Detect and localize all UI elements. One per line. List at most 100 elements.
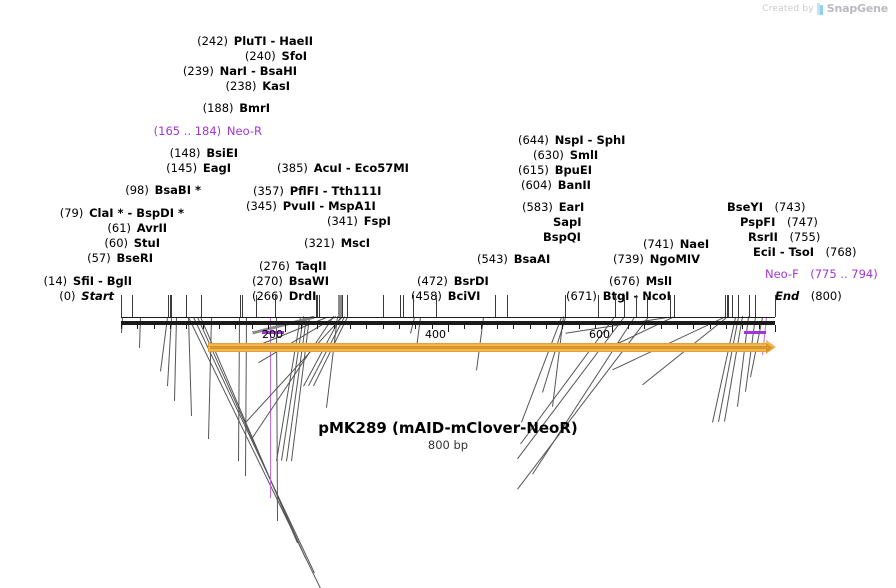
map-label-nspi-sphi[interactable]: (644) NspI - SphI bbox=[518, 134, 625, 147]
map-label-naei[interactable]: (741) NaeI bbox=[643, 238, 709, 251]
feature-mark-neo-r[interactable] bbox=[262, 331, 284, 334]
restriction-site-tick[interactable] bbox=[275, 295, 276, 317]
restriction-site-tick[interactable] bbox=[495, 295, 496, 317]
enzyme-name: Neo-F bbox=[765, 267, 799, 281]
map-label-bsawi[interactable]: (270) BsaWI bbox=[252, 275, 329, 288]
map-label-avrii[interactable]: (61) AvrII bbox=[0, 222, 167, 235]
restriction-site-tick[interactable] bbox=[413, 295, 414, 317]
map-label-sfoi[interactable]: (240) SfoI bbox=[0, 50, 307, 63]
restriction-site-tick[interactable] bbox=[317, 295, 318, 317]
position-number: (57) bbox=[87, 251, 111, 265]
orf-arrow-mAID-mClover-NeoR[interactable] bbox=[208, 340, 776, 354]
restriction-site-tick[interactable] bbox=[256, 295, 257, 317]
restriction-site-tick[interactable] bbox=[201, 295, 202, 317]
map-label-sfii-bgli[interactable]: (14) SfiI - BglI bbox=[0, 275, 132, 288]
restriction-site-tick[interactable] bbox=[400, 295, 401, 317]
map-label-bsaai[interactable]: (543) BsaAI bbox=[477, 253, 550, 266]
map-label-nari-bsahi[interactable]: (239) NarI - BsaHI bbox=[0, 65, 297, 78]
map-label-msli[interactable]: (676) MslI bbox=[609, 275, 672, 288]
restriction-site-tick[interactable] bbox=[755, 295, 756, 317]
position-number: (385) bbox=[277, 161, 308, 175]
map-label-start[interactable]: (0) Start bbox=[0, 290, 114, 303]
map-label-pluti-haeii[interactable]: (242) PluTI - HaeII bbox=[0, 35, 313, 48]
restriction-site-tick[interactable] bbox=[565, 295, 566, 317]
map-label-rsrii[interactable]: RsrII (755) bbox=[748, 231, 820, 244]
map-label-taqii[interactable]: (276) TaqII bbox=[259, 260, 327, 273]
ruler-minor-tick bbox=[154, 325, 155, 329]
map-label-ecii-tsoi[interactable]: EciI - TsoI (768) bbox=[753, 246, 856, 259]
restriction-site-tick[interactable] bbox=[171, 295, 172, 317]
map-label-banii[interactable]: (604) BanII bbox=[521, 179, 591, 192]
map-label-kasi[interactable]: (238) KasI bbox=[0, 80, 290, 93]
map-label-sapi[interactable]: SapI bbox=[553, 216, 582, 229]
restriction-site-tick[interactable] bbox=[725, 295, 726, 317]
restriction-site-tick[interactable] bbox=[242, 295, 243, 317]
restriction-site-tick[interactable] bbox=[403, 295, 404, 317]
restriction-site-tick[interactable] bbox=[728, 295, 729, 317]
restriction-site-tick[interactable] bbox=[132, 295, 133, 317]
position-number: (741) bbox=[643, 237, 674, 251]
map-label-eagi[interactable]: (145) EagI bbox=[0, 162, 231, 175]
restriction-site-tick[interactable] bbox=[383, 295, 384, 317]
map-label-bsrdi[interactable]: (472) BsrDI bbox=[417, 275, 489, 288]
map-label-smli[interactable]: (630) SmlI bbox=[533, 149, 598, 162]
map-label-drdi[interactable]: (266) DrdI bbox=[252, 290, 316, 303]
map-label-bpuei[interactable]: (615) BpuEI bbox=[518, 164, 592, 177]
map-label-btgi-ncoi[interactable]: (671) BtgI - NcoI bbox=[566, 290, 671, 303]
restriction-site-tick[interactable] bbox=[121, 295, 122, 317]
map-label-pvuii-mspa1i[interactable]: (345) PvuII - MspA1I bbox=[246, 200, 376, 213]
restriction-site-tick[interactable] bbox=[732, 295, 733, 317]
restriction-site-tick[interactable] bbox=[342, 295, 343, 317]
map-label-pflfi-tth111i[interactable]: (357) PflFI - Tth111I bbox=[253, 185, 381, 198]
map-label-bmri[interactable]: (188) BmrI bbox=[0, 102, 270, 115]
restriction-site-tick[interactable] bbox=[316, 295, 317, 317]
restriction-site-tick[interactable] bbox=[338, 295, 342, 317]
restriction-site-tick[interactable] bbox=[319, 295, 320, 317]
ruler-minor-tick bbox=[350, 325, 351, 329]
map-label-stui[interactable]: (60) StuI bbox=[0, 237, 160, 250]
map-label-fspi[interactable]: (341) FspI bbox=[327, 215, 391, 228]
restriction-site-tick[interactable] bbox=[670, 295, 671, 317]
restriction-site-tick[interactable] bbox=[738, 295, 739, 317]
map-label-ngomiv[interactable]: (739) NgoMIV bbox=[613, 253, 700, 266]
restriction-site-tick[interactable] bbox=[624, 295, 625, 317]
restriction-site-tick[interactable] bbox=[240, 295, 241, 317]
position-number: (615) bbox=[518, 163, 549, 177]
map-label-bspqi[interactable]: BspQI bbox=[543, 231, 581, 244]
restriction-site-tick[interactable] bbox=[347, 295, 348, 317]
restriction-site-tick[interactable] bbox=[507, 295, 508, 317]
map-label-clai-bspdi[interactable]: (79) ClaI * - BspDI * bbox=[0, 207, 184, 220]
restriction-site-tick[interactable] bbox=[727, 295, 728, 317]
restriction-site-tick[interactable] bbox=[636, 295, 637, 317]
enzyme-name: BseRI bbox=[116, 251, 153, 265]
map-label-bseri[interactable]: (57) BseRI bbox=[0, 252, 153, 265]
position-number: (238) bbox=[225, 79, 257, 93]
restriction-site-tick[interactable] bbox=[775, 295, 776, 317]
map-label-eari[interactable]: (583) EarI bbox=[522, 201, 584, 214]
restriction-site-tick[interactable] bbox=[436, 295, 437, 317]
restriction-site-tick[interactable] bbox=[168, 295, 169, 317]
restriction-site-tick[interactable] bbox=[170, 295, 171, 317]
restriction-site-tick[interactable] bbox=[186, 295, 187, 317]
restriction-site-tick[interactable] bbox=[615, 295, 616, 317]
restriction-site-tick[interactable] bbox=[647, 295, 648, 317]
map-label-bsabi[interactable]: (98) BsaBI * bbox=[0, 184, 201, 197]
map-label-end[interactable]: End (800) bbox=[775, 290, 842, 303]
position-number: (148) bbox=[169, 146, 201, 160]
enzyme-name: EciI - TsoI bbox=[753, 245, 815, 259]
restriction-site-tick[interactable] bbox=[749, 295, 750, 317]
map-label-bseyi[interactable]: BseYI (743) bbox=[727, 201, 805, 214]
ruler-minor-tick bbox=[235, 325, 236, 329]
map-label-neo-f[interactable]: Neo-F (775 .. 794) bbox=[765, 268, 878, 281]
map-label-acui-eco57mi[interactable]: (385) AcuI - Eco57MI bbox=[277, 162, 409, 175]
map-label-bcivi[interactable]: (458) BciVI bbox=[411, 290, 480, 303]
leader-line bbox=[174, 316, 177, 401]
map-label-pspfi[interactable]: PspFI (747) bbox=[740, 216, 818, 229]
map-label-bsiei[interactable]: (148) BsiEI bbox=[0, 147, 238, 160]
map-label-msci[interactable]: (321) MscI bbox=[304, 237, 370, 250]
map-label-neo-r[interactable]: (165 .. 184) Neo-R bbox=[0, 125, 262, 138]
restriction-site-tick[interactable] bbox=[674, 295, 675, 317]
restriction-site-tick[interactable] bbox=[598, 295, 599, 317]
feature-mark-neo-f[interactable] bbox=[744, 331, 766, 334]
position-number: (145) bbox=[166, 161, 198, 175]
